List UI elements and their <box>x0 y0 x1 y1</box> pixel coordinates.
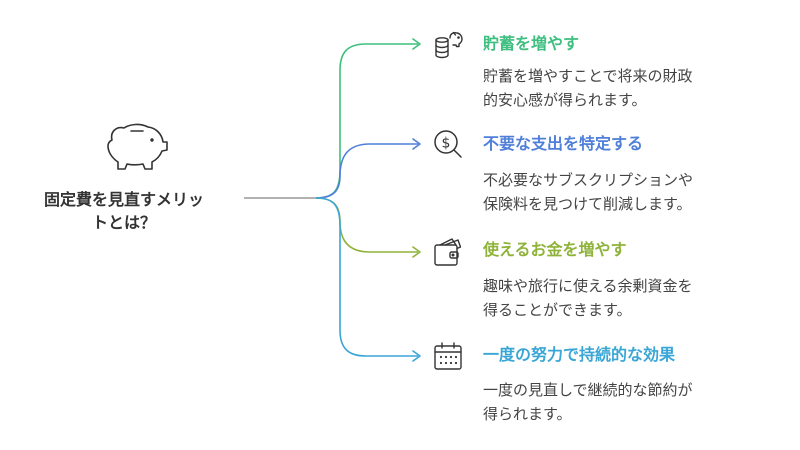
arrowhead-2 <box>412 138 421 150</box>
connector-branch-1 <box>315 43 418 199</box>
branch-4-heading: 一度の努力で持続的な効果 <box>483 345 676 364</box>
center-title-line-2: トとは？ <box>91 213 156 232</box>
branch-1-heading: 貯蓄を増やす <box>483 34 580 53</box>
branch-4-desc-line-1: 一度の見直しで継続的な節約が <box>483 381 693 399</box>
connector-branch-2 <box>315 143 418 199</box>
wallet-icon <box>434 238 462 266</box>
branch-2-desc-line-1: 不必要なサブスクリプションや <box>483 171 694 189</box>
calendar-icon <box>434 342 462 370</box>
center-title: 固定費を見直すメリッ トとは？ <box>8 188 240 234</box>
branch-4-description: 一度の見直しで継続的な節約が 得られます。 <box>483 378 783 426</box>
center-title-line-1: 固定費を見直すメリッ <box>43 190 204 209</box>
branch-1-desc-line-1: 貯蓄を増やすことで将来の財政 <box>483 67 693 85</box>
branch-3-desc-line-1: 趣味や旅行に使える余剰資金を <box>483 277 693 295</box>
branch-2-desc-line-2: 保険料を見つけて削減します。 <box>483 195 692 213</box>
dollar-magnifier-icon: $ <box>434 130 462 158</box>
branch-3-description: 趣味や旅行に使える余剰資金を 得ることができます。 <box>483 274 783 322</box>
piggy-bank-icon <box>107 123 168 170</box>
connector-branch-3 <box>315 197 418 253</box>
branch-3-desc-line-2: 得ることができます。 <box>483 301 632 319</box>
branch-1-desc-line-2: 的安心感が得られます。 <box>483 91 647 109</box>
svg-text:$: $ <box>442 136 451 152</box>
branch-4-desc-line-2: 得られます。 <box>483 405 572 423</box>
arrowhead-4 <box>412 350 421 362</box>
connector-branch-4 <box>315 197 418 357</box>
arrowhead-3 <box>412 246 421 258</box>
branch-3-heading: 使えるお金を増やす <box>483 240 627 259</box>
branch-2-description: 不必要なサブスクリプションや 保険料を見つけて削減します。 <box>483 168 783 216</box>
branch-1-description: 貯蓄を増やすことで将来の財政 的安心感が得られます。 <box>483 64 783 112</box>
branch-2-heading: 不要な支出を特定する <box>483 134 644 153</box>
coins-piggy-icon <box>435 31 463 59</box>
arrowhead-1 <box>412 38 421 50</box>
